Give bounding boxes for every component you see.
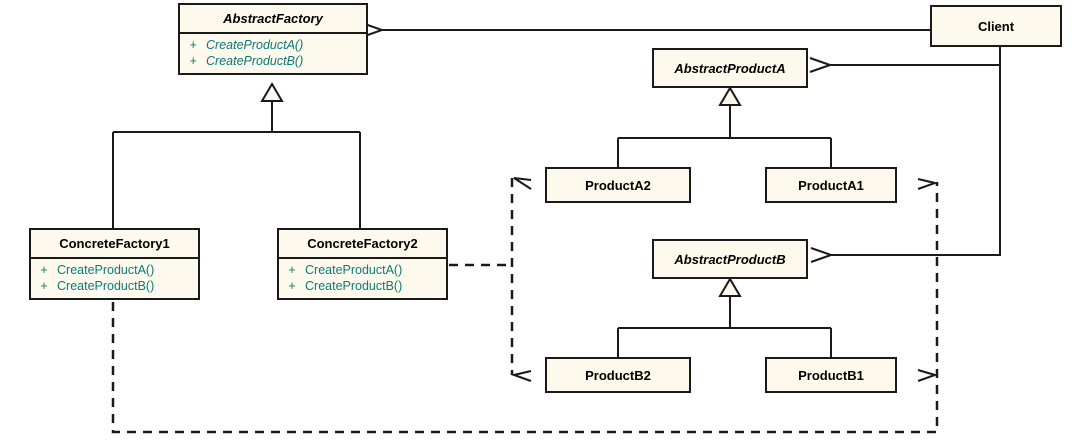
class-name-abstract-factory: AbstractFactory bbox=[223, 11, 323, 26]
open-arrow-icon bbox=[917, 369, 939, 382]
class-box-product-b1[interactable]: ProductB1 bbox=[765, 357, 897, 393]
open-arrow-icon bbox=[510, 370, 532, 382]
class-operations-concrete-factory2: + CreateProductA() + CreateProductB() bbox=[279, 259, 446, 298]
class-box-abstract-factory[interactable]: AbstractFactory + CreateProductA() + Cre… bbox=[178, 3, 368, 75]
operation-row: + CreateProductB() bbox=[279, 278, 446, 294]
edge-generalization-abstractfactory bbox=[112, 82, 361, 228]
visibility-marker: + bbox=[40, 263, 48, 277]
hollow-triangle-icon bbox=[718, 277, 742, 297]
edge-generalization-abstractproductb bbox=[617, 277, 832, 358]
class-box-client[interactable]: Client bbox=[930, 5, 1062, 47]
open-arrow-icon bbox=[513, 177, 532, 190]
class-box-concrete-factory1[interactable]: ConcreteFactory1 + CreateProductA() + Cr… bbox=[29, 228, 200, 300]
class-operations-abstract-factory: + CreateProductA() + CreateProductB() bbox=[180, 34, 366, 73]
class-name-abstract-product-b: AbstractProductB bbox=[674, 251, 786, 267]
visibility-marker: + bbox=[189, 54, 197, 68]
visibility-marker: + bbox=[189, 38, 197, 52]
operation-signature: CreateProductA() bbox=[57, 263, 155, 277]
edge-dependency-concretefactory2-products bbox=[449, 177, 532, 382]
edge-generalization-abstractproducta bbox=[617, 86, 832, 168]
operation-signature: CreateProductB() bbox=[305, 279, 403, 293]
class-name-concrete-factory2: ConcreteFactory2 bbox=[307, 236, 418, 251]
visibility-marker: + bbox=[40, 279, 48, 293]
edge-client-to-abstractproductb bbox=[831, 65, 1001, 255]
operation-signature: CreateProductA() bbox=[206, 38, 304, 52]
edge-client-to-abstractproducta bbox=[830, 47, 1001, 65]
class-box-abstract-product-a[interactable]: AbstractProductA bbox=[652, 48, 808, 88]
class-box-concrete-factory2[interactable]: ConcreteFactory2 + CreateProductA() + Cr… bbox=[277, 228, 448, 300]
hollow-triangle-icon bbox=[260, 82, 284, 102]
visibility-marker: + bbox=[288, 279, 296, 293]
hollow-triangle-icon bbox=[718, 86, 742, 106]
class-name-product-b2: ProductB2 bbox=[585, 367, 651, 383]
class-box-product-b2[interactable]: ProductB2 bbox=[545, 357, 691, 393]
class-box-product-a2[interactable]: ProductA2 bbox=[545, 167, 691, 203]
operation-row: + CreateProductA() bbox=[279, 262, 446, 278]
class-name-abstract-product-a: AbstractProductA bbox=[674, 60, 786, 76]
class-box-product-a1[interactable]: ProductA1 bbox=[765, 167, 897, 203]
class-name-product-a1: ProductA1 bbox=[798, 177, 864, 193]
visibility-marker: + bbox=[288, 263, 296, 277]
operation-signature: CreateProductB() bbox=[206, 54, 304, 68]
operation-row: + CreateProductB() bbox=[31, 278, 198, 294]
class-operations-concrete-factory1: + CreateProductA() + CreateProductB() bbox=[31, 259, 198, 298]
class-name-product-b1: ProductB1 bbox=[798, 367, 864, 383]
operation-row: + CreateProductA() bbox=[180, 37, 366, 53]
edge-dependency-concretefactory1-products bbox=[111, 178, 939, 434]
class-name-client: Client bbox=[977, 18, 1015, 34]
operation-row: + CreateProductA() bbox=[31, 262, 198, 278]
operation-signature: CreateProductB() bbox=[57, 279, 155, 293]
class-compartment-divider bbox=[180, 32, 366, 34]
class-name-concrete-factory1: ConcreteFactory1 bbox=[59, 236, 170, 251]
operation-row: + CreateProductB() bbox=[180, 53, 366, 69]
operation-signature: CreateProductA() bbox=[305, 263, 403, 277]
class-box-abstract-product-b[interactable]: AbstractProductB bbox=[652, 239, 808, 279]
open-arrow-icon bbox=[917, 178, 939, 190]
class-name-product-a2: ProductA2 bbox=[585, 177, 651, 193]
